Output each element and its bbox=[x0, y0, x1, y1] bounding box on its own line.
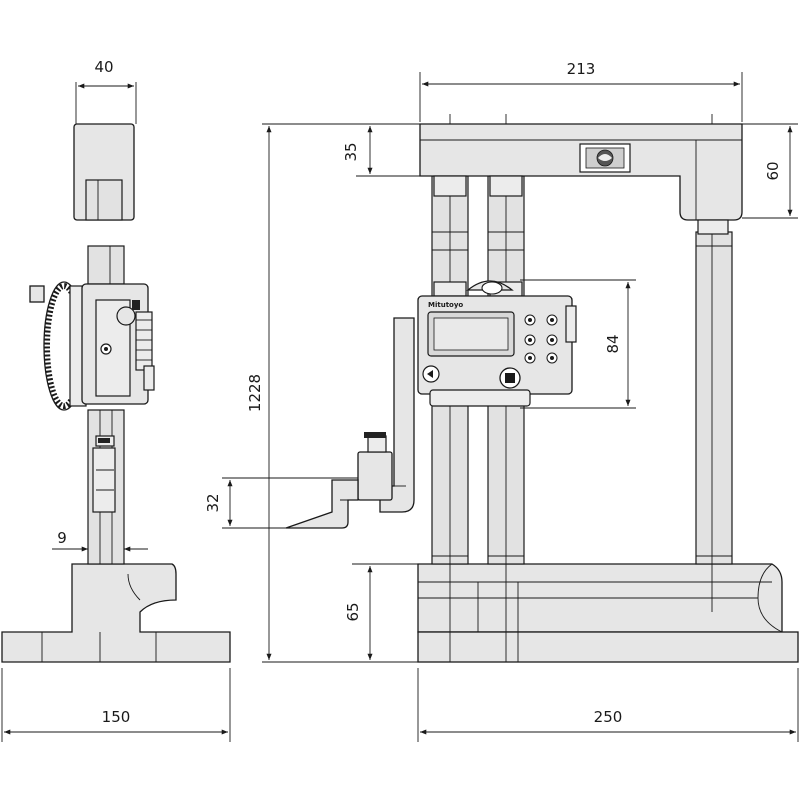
side-view: 40 9 150 bbox=[1, 58, 231, 742]
dim-total-height: 1228 bbox=[246, 374, 264, 412]
dim-top-depth: 35 bbox=[342, 142, 360, 161]
side-base bbox=[1, 563, 231, 663]
side-dial-wheel bbox=[29, 281, 87, 411]
digital-display-unit: Mitutoyo bbox=[417, 280, 577, 407]
mitutoyo-logo-icon bbox=[579, 143, 631, 173]
dim-base-height: 65 bbox=[344, 602, 362, 621]
brand-name: Mitutoyo bbox=[428, 301, 463, 309]
column-right bbox=[695, 231, 733, 565]
dim-side-pointer-width: 9 bbox=[57, 529, 67, 547]
dim-display-height: 84 bbox=[604, 334, 622, 353]
dim-side-base-width: 150 bbox=[102, 708, 131, 726]
front-base bbox=[417, 563, 799, 663]
front-view: 1228 bbox=[204, 60, 799, 742]
dim-front-width: 213 bbox=[567, 60, 596, 78]
dim-scriber-height: 32 bbox=[204, 493, 222, 512]
scriber-arm bbox=[285, 317, 415, 529]
dim-top-height: 60 bbox=[764, 161, 782, 180]
dim-side-head-width: 40 bbox=[94, 58, 113, 76]
dim-base-width: 250 bbox=[594, 708, 623, 726]
